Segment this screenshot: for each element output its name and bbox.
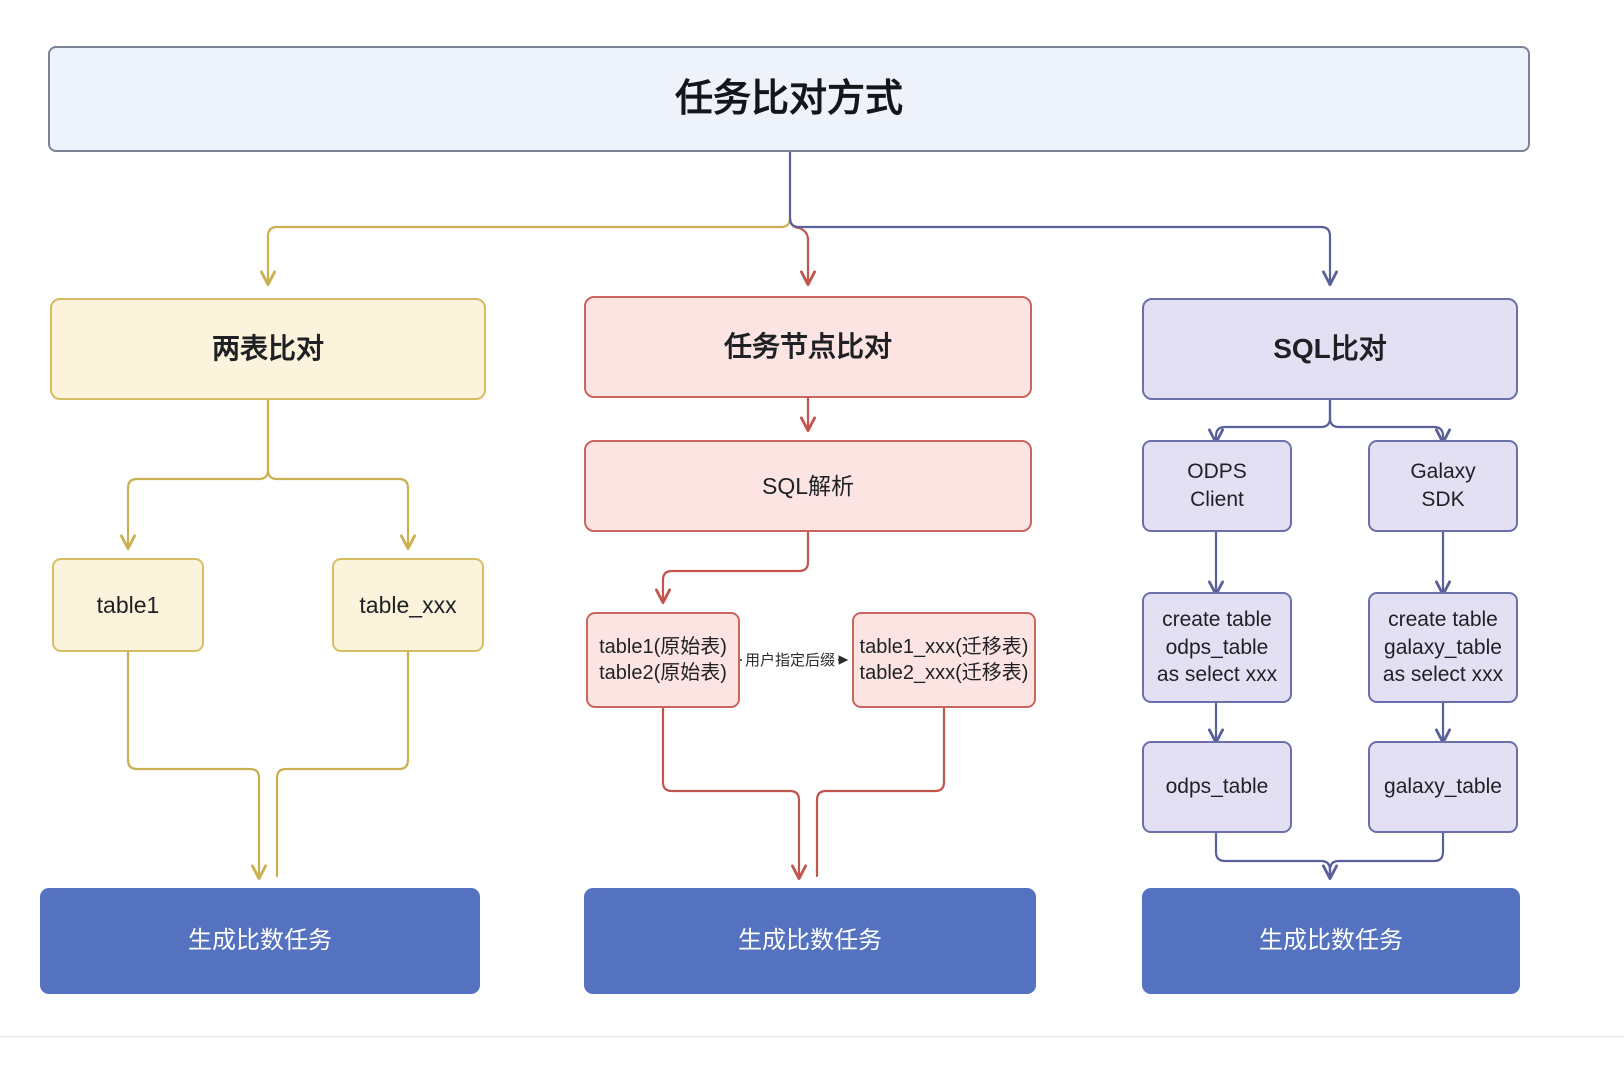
node-table-xxx[interactable]: table_xxx [332, 558, 484, 652]
root-node-task-comparison-method[interactable]: 任务比对方式 [48, 46, 1530, 152]
result-node-generate-count-task-task-node[interactable]: 生成比数任务 [584, 888, 1036, 994]
result-node-generate-count-task-two-table[interactable]: 生成比数任务 [40, 888, 480, 994]
branch-head-task-node-compare[interactable]: 任务节点比对 [584, 296, 1032, 398]
node-odps-client[interactable]: ODPS Client [1142, 440, 1292, 532]
node-sql-parse[interactable]: SQL解析 [584, 440, 1032, 532]
node-source-tables[interactable]: table1(原始表) table2(原始表) [586, 612, 740, 708]
node-galaxy-table[interactable]: galaxy_table [1368, 741, 1518, 833]
node-migrated-tables[interactable]: table1_xxx(迁移表) table2_xxx(迁移表) [852, 612, 1036, 708]
node-galaxy-sdk[interactable]: Galaxy SDK [1368, 440, 1518, 532]
result-node-generate-count-task-sql[interactable]: 生成比数任务 [1142, 888, 1520, 994]
node-table1[interactable]: table1 [52, 558, 204, 652]
branch-head-two-table-compare[interactable]: 两表比对 [50, 298, 486, 400]
bottom-divider [0, 1036, 1624, 1037]
node-create-galaxy-table[interactable]: create table galaxy_table as select xxx [1368, 592, 1518, 703]
edge-label-user-specified-suffix: 用户指定后缀 [742, 648, 839, 671]
node-odps-table[interactable]: odps_table [1142, 741, 1292, 833]
node-create-odps-table[interactable]: create table odps_table as select xxx [1142, 592, 1292, 703]
branch-head-sql-compare[interactable]: SQL比对 [1142, 298, 1518, 400]
